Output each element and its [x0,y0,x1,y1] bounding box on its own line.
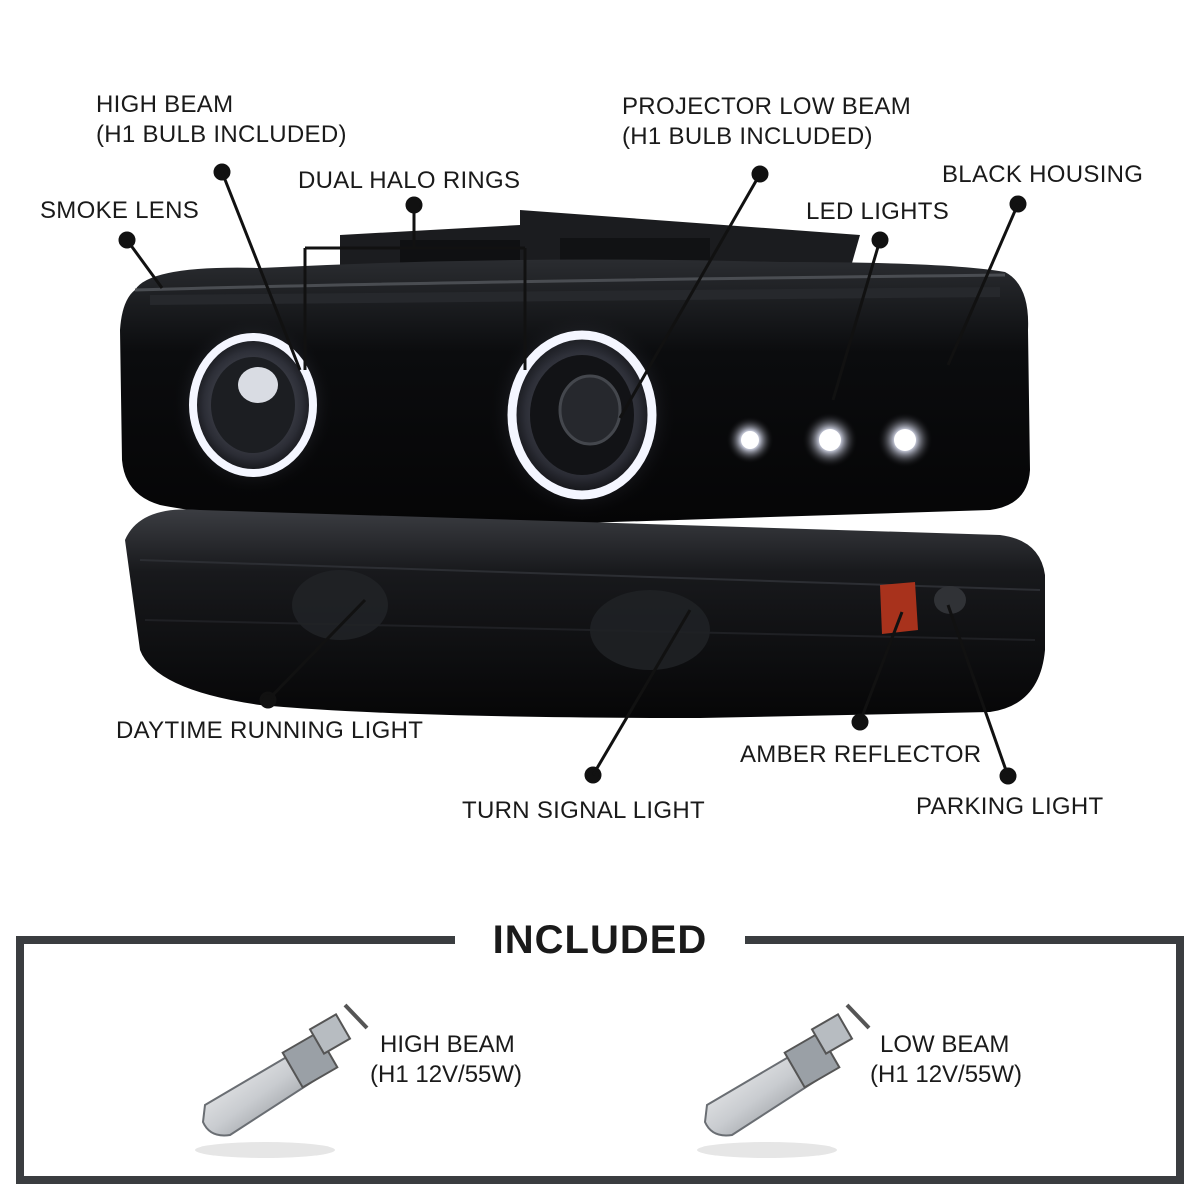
projector-halo [487,310,677,520]
callout-lines [118,163,1027,785]
projector-callout-line1: PROJECTOR LOW BEAM [622,93,911,120]
high-beam-callout-line2: (H1 BULB INCLUDED) [96,121,347,148]
high-beam-bulb-icon [195,1003,369,1158]
daytime-running-light-callout: DAYTIME RUNNING LIGHT [116,717,424,744]
bulb-name: HIGH BEAM [380,1031,515,1058]
low-beam-bulb-icon [697,1003,871,1158]
smoke-lens-callout: SMOKE LENS [40,197,200,224]
bumper-light [125,509,1045,718]
included-frame [16,936,1184,1184]
projector-callout-line2: (H1 BULB INCLUDED) [622,123,873,150]
high-beam-callout: HIGH BEAM (H1 BULB INCLUDED) [96,90,347,150]
included-bulb-high-beam: HIGH BEAM (H1 12V/55W) [370,1030,522,1090]
bulb-spec: (H1 12V/55W) [870,1061,1023,1088]
bulb-spec: (H1 12V/55W) [370,1061,523,1088]
led-lights [726,412,933,468]
led-lights-callout: LED LIGHTS [806,198,950,225]
parking-light-callout: PARKING LIGHT [916,793,1104,820]
dual-halo-rings-callout: DUAL HALO RINGS [298,167,521,194]
projector-low-beam-callout: PROJECTOR LOW BEAM (H1 BULB INCLUDED) [622,92,911,152]
amber-reflector-callout: AMBER REFLECTOR [740,741,982,768]
high-beam-callout-line1: HIGH BEAM [96,91,234,118]
included-title: INCLUDED [492,918,708,962]
high-beam-halo [171,315,335,495]
black-housing-callout: BLACK HOUSING [942,161,1144,188]
included-bulb-low-beam: LOW BEAM (H1 12V/55W) [870,1030,1022,1090]
bulb-name: LOW BEAM [880,1031,1010,1058]
turn-signal-light-callout: TURN SIGNAL LIGHT [462,797,705,824]
